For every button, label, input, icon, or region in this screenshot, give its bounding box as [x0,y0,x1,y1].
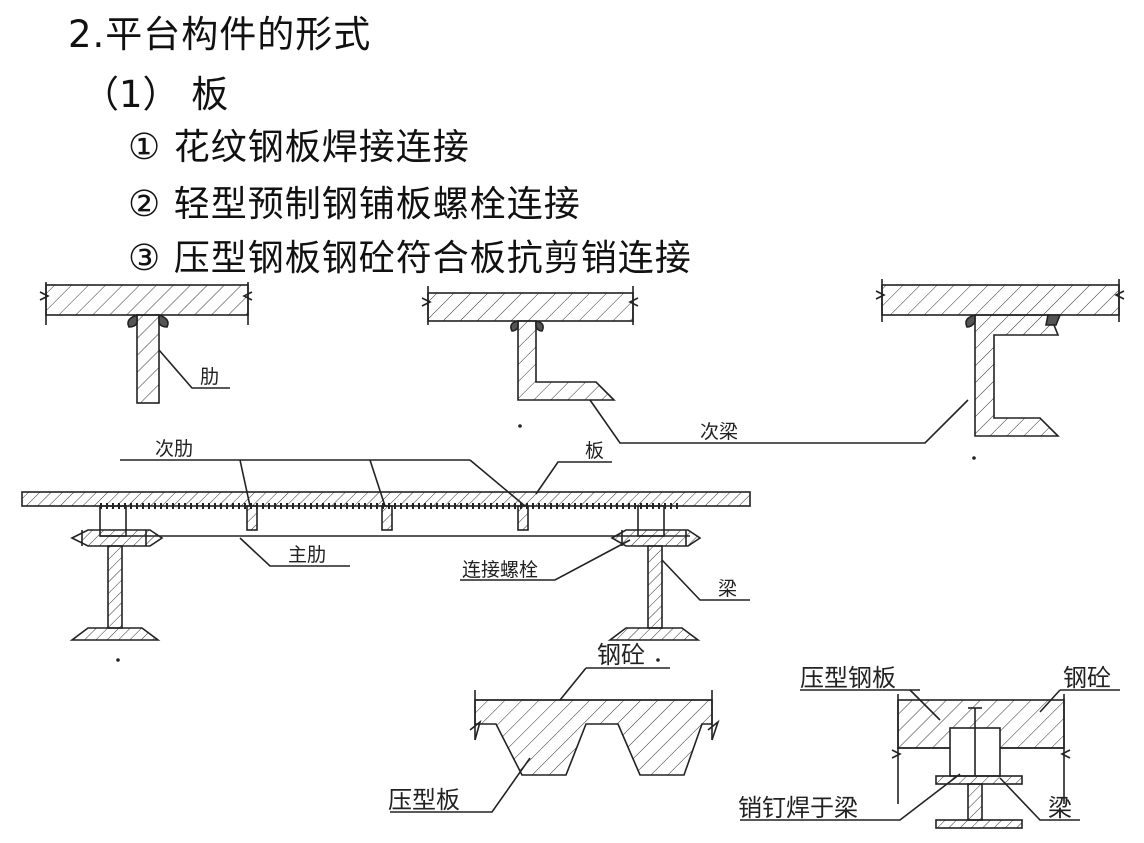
label-plate: 板 [585,440,604,462]
detail-shear-stud [740,689,1120,829]
label-main-rib: 主肋 [288,544,326,566]
detail-bolted-plate [21,459,751,641]
label-secondary-rib: 次肋 [155,438,193,460]
label-profiled-steel-plate: 压型钢板 [800,664,896,692]
label-connecting-bolt: 连接螺栓 [462,559,538,581]
label-rib: 肋 [200,366,219,388]
label-beam-mid: 梁 [718,578,737,600]
detail-channel-welded [875,279,1125,437]
list-item-bolted: ② 轻型预制钢铺板螺栓连接 [128,184,581,225]
label-concrete-right: 钢砼 [1063,664,1111,692]
label-concrete-left: 钢砼 [597,641,645,669]
section-title: 2.平台构件的形式 [68,13,372,56]
list-item-welded: ① 花纹钢板焊接连接 [128,127,470,168]
detail-angle-welded [421,286,639,401]
list-item-shear-stud: ③ 压型钢板钢砼符合板抗剪销连接 [128,238,692,279]
detail-profiled-deck [390,667,720,813]
subsection-title: （1） 板 [82,73,229,116]
label-beam-right: 梁 [1048,794,1072,822]
label-profiled-plate: 压型板 [388,786,460,814]
label-secondary-beam: 次梁 [700,421,738,443]
detail-rib-welded [39,282,253,404]
secondary-beam-leader [589,399,969,444]
label-stud-welded: 销钉焊于梁 [738,794,858,822]
